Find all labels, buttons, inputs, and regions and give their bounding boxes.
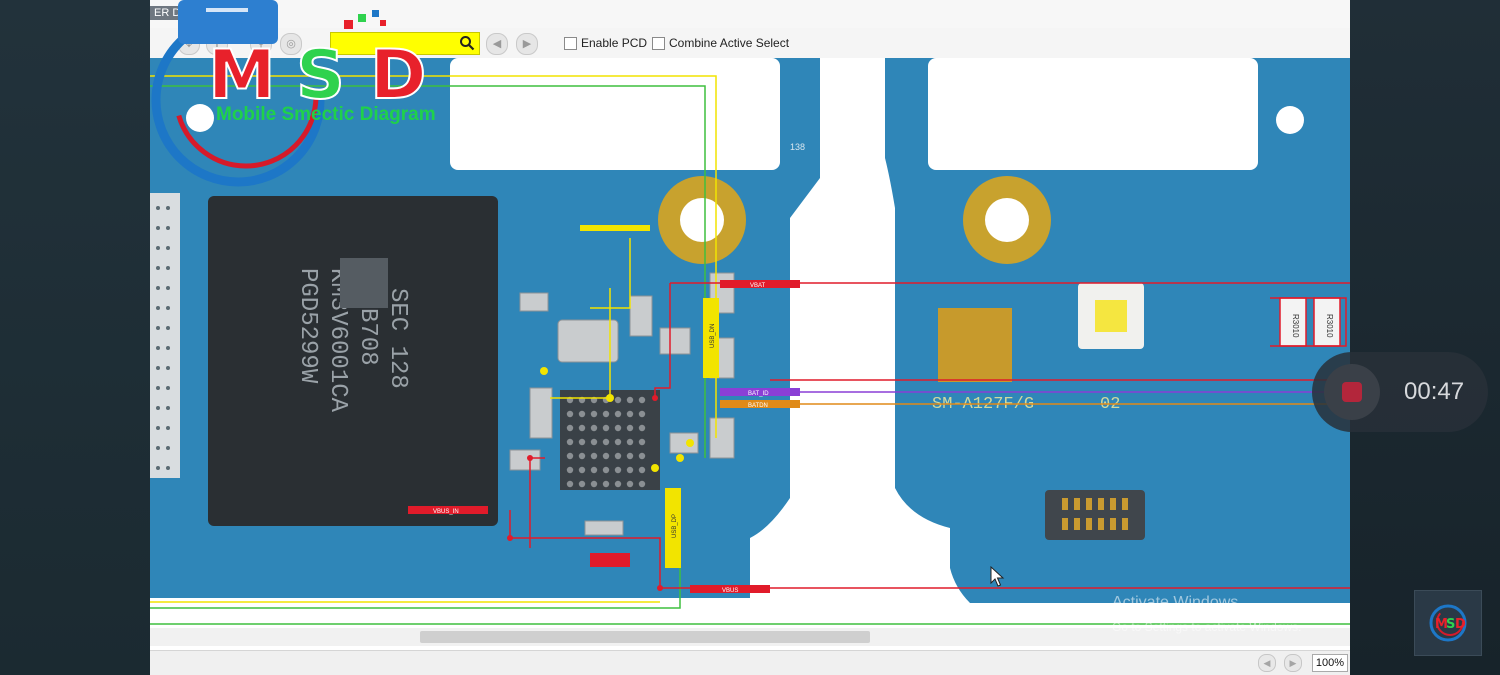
combine-active-select-label: Combine Active Select: [669, 36, 790, 50]
search-icon[interactable]: [459, 35, 475, 51]
resistor-label-2: R3010: [1325, 314, 1334, 338]
status-bar: ◀ ▶ 100%: [150, 650, 1350, 675]
svg-text:M: M: [1435, 617, 1448, 632]
msd-letters: M S D: [207, 35, 427, 116]
svg-text:D: D: [1455, 617, 1466, 632]
horizontal-scrollbar-thumb[interactable]: [420, 631, 870, 643]
scroll-right-icon[interactable]: ▶: [1284, 654, 1302, 672]
enable-pcd-label: Enable PCD: [581, 36, 648, 50]
schematic-viewer-window: ER DA ✥ ✛ ⚲ ◎ ◀ ▶ Enable PCD Combine Act…: [150, 0, 1350, 675]
right-background: [1350, 0, 1500, 675]
next-result-icon[interactable]: ▶: [516, 33, 538, 55]
net-label-batdn: BATDN: [748, 403, 768, 409]
pcb-layout: SEC 128 B708 KM3V6001CA PGD5299W: [150, 58, 1350, 650]
stop-record-icon[interactable]: [1324, 364, 1380, 420]
resistor-label-1: R3010: [1291, 314, 1300, 338]
enable-pcd-box[interactable]: [564, 36, 577, 50]
recording-time: 00:47: [1404, 378, 1465, 405]
activate-windows-title: Activate Windows: [1112, 594, 1239, 611]
search-field[interactable]: [330, 32, 480, 55]
activate-windows-subtitle: Go to Settings to activate Windows.: [1112, 620, 1302, 634]
datamatrix-code: [938, 308, 1012, 382]
charger-ic: [560, 390, 660, 490]
search-input[interactable]: [331, 33, 457, 53]
msd-logo: M S D Mobile Smectic Diagram: [148, 0, 468, 190]
fit-icon[interactable]: ◎: [280, 33, 302, 55]
board-connector: [1045, 490, 1145, 540]
board-view-canvas[interactable]: SEC 128 B708 KM3V6001CA PGD5299W: [150, 58, 1350, 650]
net-label-vbat: VBAT: [750, 283, 766, 289]
fiducial-label: 138: [790, 142, 805, 152]
combine-active-select-checkbox[interactable]: Combine Active Select: [652, 36, 789, 50]
svg-text:M: M: [208, 36, 276, 115]
horizontal-scrollbar[interactable]: [150, 628, 1350, 646]
chip-line-1: SEC 128: [384, 288, 411, 389]
combine-active-select-box[interactable]: [652, 36, 665, 50]
memory-chip: [208, 196, 498, 526]
chip-line-4: PGD5299W: [294, 268, 321, 384]
svg-text:S: S: [1446, 617, 1455, 632]
left-background: [0, 0, 150, 675]
chip-line-2: B708: [354, 308, 381, 366]
channel-logo-thumbnail: M S D: [1414, 590, 1482, 656]
net-label-vbus: VBUS: [722, 588, 738, 594]
net-label-usb-dp: USB_DP: [672, 514, 678, 538]
msd-small-logo-icon: M S D: [1429, 604, 1467, 642]
mouse-cursor-icon: [990, 566, 1005, 587]
scroll-left-icon[interactable]: ◀: [1258, 654, 1276, 672]
svg-text:S: S: [296, 36, 345, 115]
zoom-level[interactable]: 100%: [1312, 654, 1348, 672]
previous-result-icon[interactable]: ◀: [486, 33, 508, 55]
enable-pcd-checkbox[interactable]: Enable PCD: [564, 36, 647, 50]
screen-recorder-widget[interactable]: 00:47: [1312, 352, 1488, 432]
msd-tagline: Mobile Smectic Diagram: [216, 104, 436, 125]
svg-text:D: D: [370, 36, 426, 115]
net-label-usb-dn: USB_DN: [710, 324, 716, 348]
msd-logo-graphic: M S D: [151, 0, 427, 187]
net-label-bat-id: BAT_ID: [748, 391, 769, 397]
net-label-vbus-in: VBUS_IN: [433, 509, 459, 515]
